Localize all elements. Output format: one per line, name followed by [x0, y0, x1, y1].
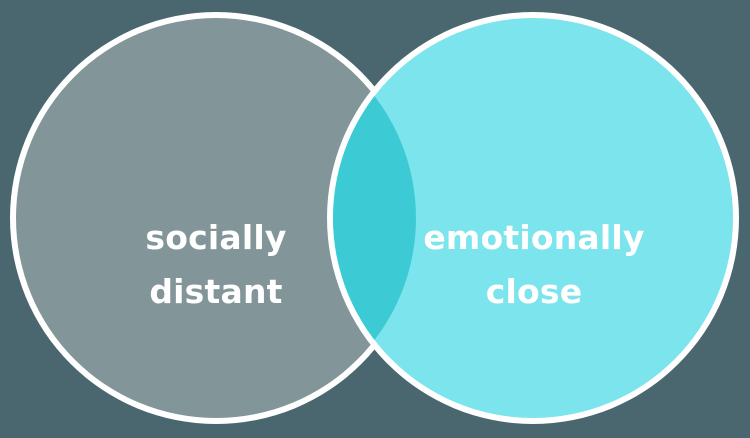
left-set-label: socially distant: [86, 157, 346, 318]
venn-set-right-group[interactable]: [327, 12, 739, 424]
right-set-label: emotionally close: [404, 157, 664, 318]
right-set-label-text: emotionally close: [423, 217, 645, 311]
right-circle-fill[interactable]: [333, 18, 733, 418]
left-circle-fill[interactable]: [16, 18, 416, 418]
left-set-label-text: socially distant: [145, 217, 287, 311]
venn-set-left-group[interactable]: [10, 12, 422, 424]
